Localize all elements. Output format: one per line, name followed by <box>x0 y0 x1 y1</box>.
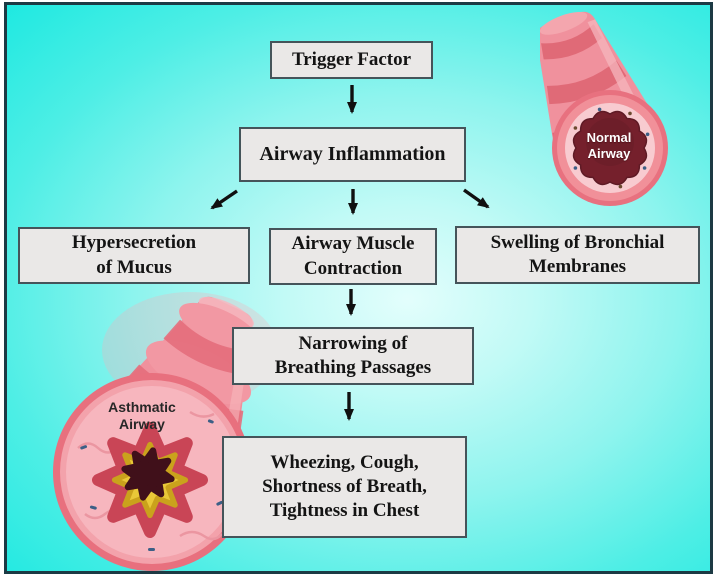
node-swelling-of-bronchial-membranes: Swelling of Bronchial Membranes <box>455 226 700 284</box>
node-hypersecretion-of-mucus: Hypersecretion of Mucus <box>18 227 250 284</box>
node-symptoms: Wheezing, Cough, Shortness of Breath, Ti… <box>222 436 467 538</box>
node-narrowing-of-breathing-passages: Narrowing of Breathing Passages <box>232 327 474 385</box>
node-airway-inflammation: Airway Inflammation <box>239 127 466 182</box>
node-airway-muscle-contraction: Airway Muscle Contraction <box>269 228 437 285</box>
node-trigger-factor: Trigger Factor <box>270 41 433 79</box>
